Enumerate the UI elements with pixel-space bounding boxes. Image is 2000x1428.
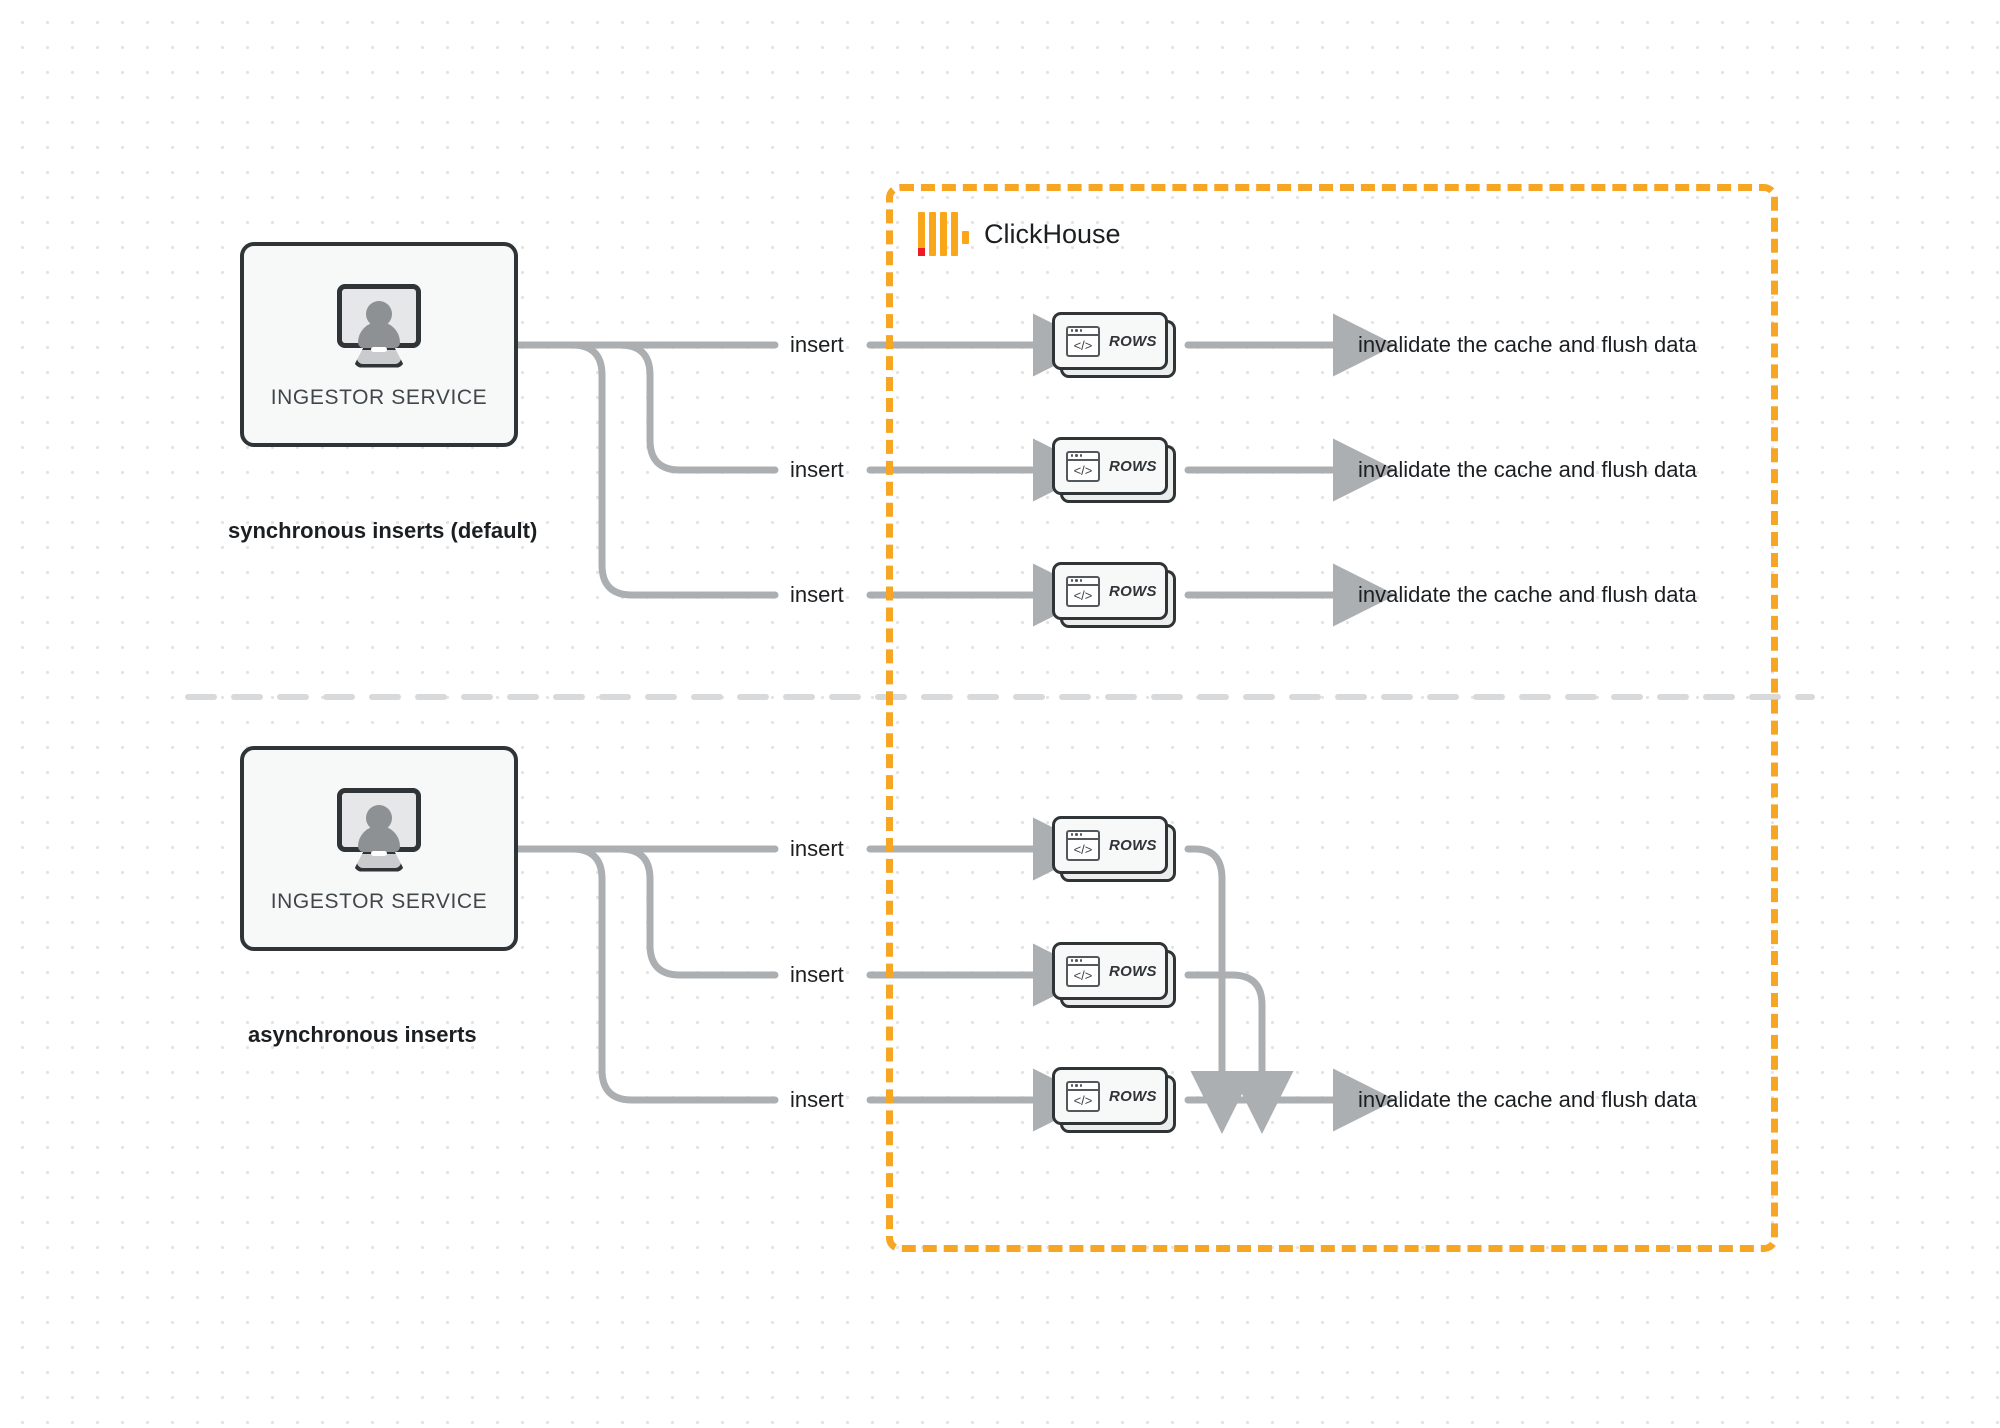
sync-insert-label-3: insert — [790, 582, 844, 607]
code-window-icon: </> — [1066, 325, 1100, 357]
async-ingestor-service[interactable]: INGESTOR SERVICE — [240, 746, 518, 951]
code-window-icon: </> — [1066, 955, 1100, 987]
async-rows-label-1: ROWS — [1109, 836, 1157, 854]
sync-rows-label-1: ROWS — [1109, 332, 1157, 350]
sync-insert-label-2: insert — [790, 457, 844, 482]
sync-branch-3 — [514, 341, 779, 599]
clickhouse-brand: ClickHouse — [918, 212, 1121, 256]
sync-ingestor-service[interactable]: INGESTOR SERVICE — [240, 242, 518, 447]
async-branch-2 — [514, 845, 779, 979]
sync-rows-label-2: ROWS — [1109, 457, 1157, 475]
monitor-user-icon — [333, 283, 425, 370]
clickhouse-logo-icon — [918, 212, 969, 256]
async-insert-label-3: insert — [790, 1087, 844, 1112]
clickhouse-container — [886, 184, 1778, 1252]
code-window-icon: </> — [1066, 1080, 1100, 1112]
sync-rows-label-3: ROWS — [1109, 582, 1157, 600]
sync-ingestor-service-label: INGESTOR SERVICE — [270, 385, 488, 409]
sync-branch-2 — [514, 341, 779, 474]
sync-rows-card-2[interactable]: </> ROWS — [1052, 437, 1176, 503]
code-window-icon: </> — [1066, 450, 1100, 482]
sync-insert-label-1: insert — [790, 332, 844, 357]
monitor-user-icon — [333, 787, 425, 874]
async-insert-label-1: insert — [790, 836, 844, 861]
sync-rows-card-3[interactable]: </> ROWS — [1052, 562, 1176, 628]
sync-mode-caption: synchronous inserts (default) — [228, 518, 538, 543]
async-rows-card-3[interactable]: </> ROWS — [1052, 1067, 1176, 1133]
async-rows-label-3: ROWS — [1109, 1087, 1157, 1105]
sync-result-label-1: invalidate the cache and flush data — [1358, 332, 1697, 357]
sync-rows-card-1[interactable]: </> ROWS — [1052, 312, 1176, 378]
code-window-icon: </> — [1066, 575, 1100, 607]
sync-result-label-2: invalidate the cache and flush data — [1358, 457, 1697, 482]
async-mode-caption: asynchronous inserts — [248, 1022, 477, 1047]
code-window-icon: </> — [1066, 829, 1100, 861]
async-rows-card-2[interactable]: </> ROWS — [1052, 942, 1176, 1008]
clickhouse-label: ClickHouse — [984, 218, 1121, 249]
async-rows-label-2: ROWS — [1109, 962, 1157, 980]
async-rows-card-1[interactable]: </> ROWS — [1052, 816, 1176, 882]
async-branch-3 — [514, 845, 779, 1104]
sync-result-label-3: invalidate the cache and flush data — [1358, 582, 1697, 607]
async-merged-result-label: invalidate the cache and flush data — [1358, 1087, 1697, 1112]
async-ingestor-service-label: INGESTOR SERVICE — [270, 889, 488, 913]
async-insert-label-2: insert — [790, 962, 844, 987]
